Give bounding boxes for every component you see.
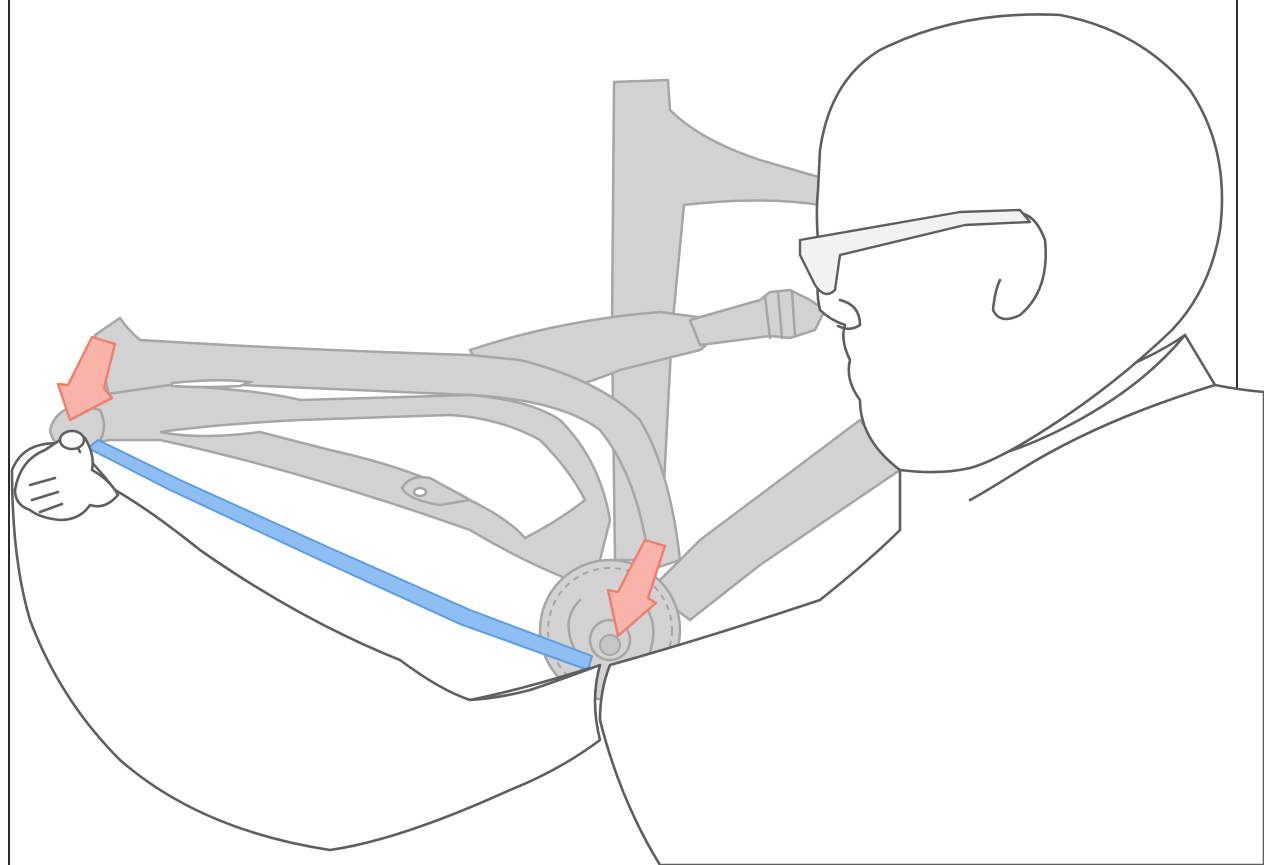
thumb <box>60 431 84 449</box>
rear-shock <box>690 290 825 345</box>
frame-cutout-small <box>172 380 250 387</box>
